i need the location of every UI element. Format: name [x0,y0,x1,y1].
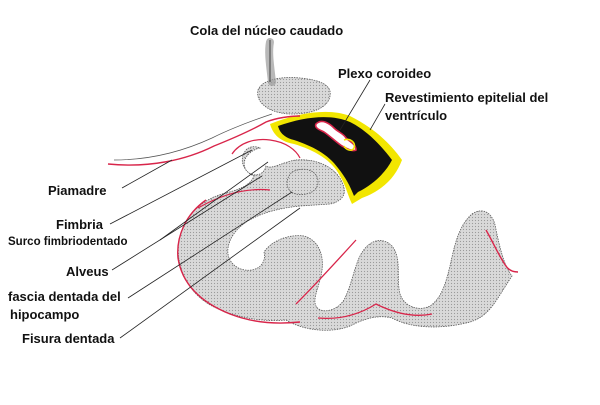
leader-fisura [119,207,301,339]
leader-piamadre [121,159,173,189]
label-piamadre: Piamadre [48,183,107,198]
pia-mater-left-2 [113,113,273,161]
label-surco-fimbriodentado: Surco fimbriodentado [8,236,128,248]
choroid-plexus-tip [343,138,356,151]
label-revestimiento-line2: ventrículo [385,108,448,123]
label-alveus: Alveus [66,264,109,279]
pia-mater-fimbria [231,138,301,159]
label-fascia-line1: fascia dentada del [8,289,121,304]
pia-mater-inner [295,239,357,305]
pia-mater-left [107,115,301,166]
label-cola-nucleo-caudado: Cola del núcleo caudado [190,23,344,38]
pia-mater-fissure [197,188,271,209]
leader-alveus [111,175,263,271]
leader-fascia [127,191,293,299]
label-fascia-line2: hipocampo [10,307,80,322]
leader-revestimiento [369,103,386,131]
label-plexo-coroideo: Plexo coroideo [338,66,432,81]
label-revestimiento-line1: Revestimiento epitelial del [385,90,549,105]
leader-surco [159,161,269,241]
caudate-tail-shape [257,77,331,115]
fimbria-gray-lobe [286,168,319,195]
leader-lines [109,40,386,339]
label-fisura-dentada: Fisura dentada [22,331,115,346]
leader-plexo [339,79,371,131]
ventricle-cavity [278,117,392,196]
pia-mater-bottom [317,303,433,320]
choroid-plexus [314,120,357,152]
caudate-stalk [265,38,276,86]
label-fimbria: Fimbria [56,217,103,232]
hippocampus-gray-matter [177,146,513,331]
pia-mater-right [485,229,519,273]
pia-mater-outer [177,199,301,324]
leader-fimbria [109,149,253,225]
